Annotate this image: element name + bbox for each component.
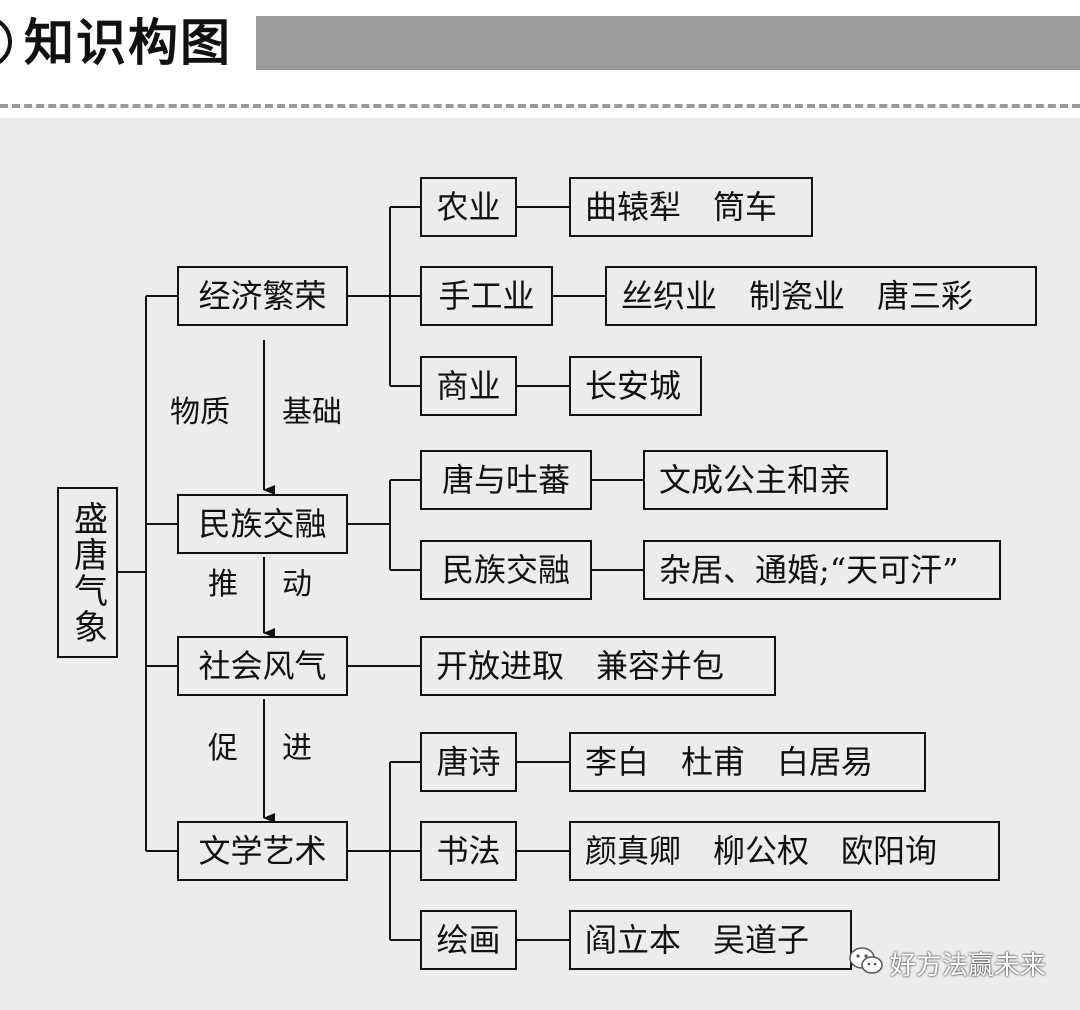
sub-node: 书法 — [420, 821, 517, 881]
section-title: 知识构图 — [24, 14, 232, 72]
detail-node-text: 颜真卿 柳公权 欧阳询 — [585, 832, 938, 870]
root-node-label: 盛唐气象 — [67, 500, 108, 645]
watermark-text: 好方法赢未来 — [890, 950, 1047, 981]
detail-node: 杂居、通婚;“天可汗” — [643, 540, 1001, 600]
sub-node-label: 唐与吐蕃 — [441, 461, 570, 499]
arrow-label: 基础 — [282, 395, 342, 430]
arrow-label: 动 — [282, 567, 312, 602]
sub-node: 商业 — [420, 356, 517, 416]
sub-node-label: 书法 — [436, 832, 501, 870]
detail-node-text: 文成公主和亲 — [659, 461, 852, 499]
detail-node: 开放进取 兼容并包 — [420, 636, 776, 696]
detail-node-text: 开放进取 兼容并包 — [436, 647, 725, 685]
node-social-atmosphere: 社会风气 — [177, 636, 348, 696]
sub-node-label: 手工业 — [438, 277, 535, 315]
dashed-divider — [0, 104, 1080, 108]
detail-node-text: 阎立本 吴道子 — [585, 921, 810, 959]
detail-node: 阎立本 吴道子 — [569, 910, 852, 970]
sub-node-label: 民族交融 — [441, 551, 570, 589]
sub-node: 唐诗 — [420, 732, 517, 792]
node-literature-arts: 文学艺术 — [177, 821, 348, 881]
section-header: 知识构图 — [0, 0, 1080, 108]
root-node: 盛唐气象 — [57, 487, 118, 658]
detail-node: 文成公主和亲 — [643, 450, 888, 510]
detail-node: 李白 杜甫 白居易 — [569, 732, 926, 792]
detail-node-text: 李白 杜甫 白居易 — [585, 743, 874, 781]
watermark: 好方法赢未来 — [848, 946, 1047, 981]
sub-node-label: 唐诗 — [436, 743, 501, 781]
detail-node-text: 丝织业 制瓷业 唐三彩 — [621, 277, 974, 315]
detail-node-text: 杂居、通婚;“天可汗” — [659, 551, 959, 589]
node-social-atmosphere-label: 社会风气 — [198, 647, 327, 685]
sub-node: 唐与吐蕃 — [420, 450, 592, 510]
wechat-icon — [848, 946, 884, 980]
node-ethnic-fusion: 民族交融 — [177, 494, 348, 554]
sub-node: 民族交融 — [420, 540, 592, 600]
detail-node-text: 长安城 — [585, 367, 682, 405]
detail-node-text: 曲辕犁 筒车 — [585, 188, 778, 226]
sub-node: 手工业 — [420, 266, 553, 326]
arrow-label: 推 — [208, 567, 238, 602]
sub-node: 绘画 — [420, 910, 517, 970]
detail-node: 颜真卿 柳公权 欧阳询 — [569, 821, 1000, 881]
sub-node-label: 商业 — [436, 367, 501, 405]
detail-node: 长安城 — [569, 356, 702, 416]
node-literature-arts-label: 文学艺术 — [198, 832, 327, 870]
detail-node: 丝织业 制瓷业 唐三彩 — [605, 266, 1037, 326]
sub-node: 农业 — [420, 177, 517, 237]
arrow-label: 促 — [208, 731, 238, 766]
sub-node-label: 绘画 — [436, 921, 501, 959]
detail-node: 曲辕犁 筒车 — [569, 177, 813, 237]
sub-node-label: 农业 — [436, 188, 501, 226]
arrow-label: 进 — [282, 731, 312, 766]
node-economy: 经济繁荣 — [177, 266, 348, 326]
header-bar — [256, 16, 1080, 70]
node-ethnic-fusion-label: 民族交融 — [198, 505, 327, 543]
arrow-label: 物质 — [170, 395, 230, 430]
node-economy-label: 经济繁荣 — [198, 277, 327, 315]
